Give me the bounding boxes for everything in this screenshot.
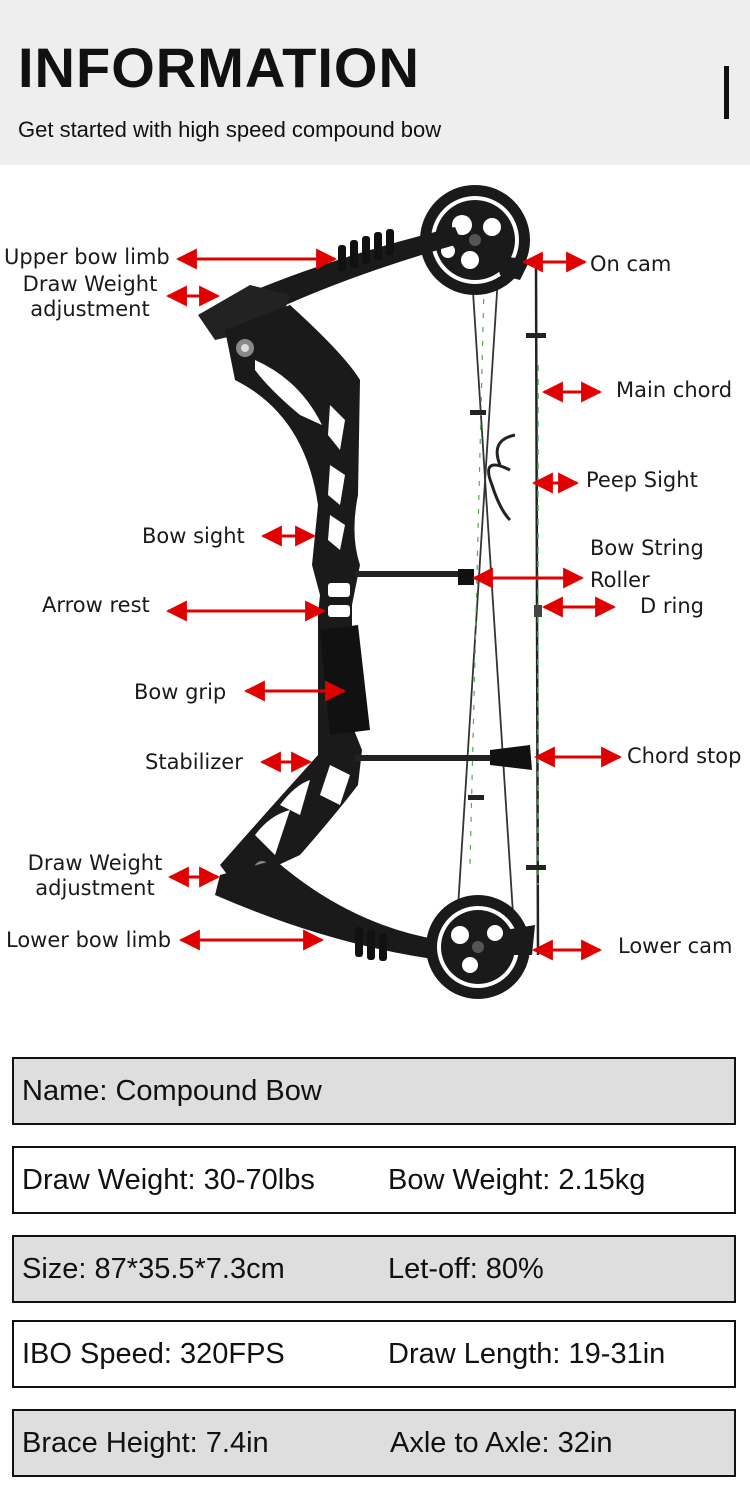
label-draw-weight-lower: Draw Weight [27,851,163,875]
label-d-ring: D ring [640,594,704,618]
page-subtitle: Get started with high speed compound bow [18,117,442,142]
spec-row-size: Size: 87*35.5*7.3cm Let-off: 80% [12,1235,736,1303]
label-stabilizer: Stabilizer [145,750,243,774]
label-chord-stop: Chord stop [627,744,742,768]
label-roller: Roller [590,568,650,592]
spec-axle-to-axle: Axle to Axle: 32in [390,1426,613,1459]
label-adjustment-upper: adjustment [30,297,150,321]
label-bow-string: Bow String [590,536,704,560]
label-lower-cam: Lower cam [618,934,733,958]
spec-draw-length: Draw Length: 19-31in [388,1337,666,1370]
spec-row-speed: IBO Speed: 320FPS Draw Length: 19-31in [12,1320,736,1388]
spec-draw-weight: Draw Weight: 30-70lbs [22,1163,315,1196]
bow-diagram: Upper bow limb Draw Weight adjustment On… [0,165,750,1035]
label-on-cam: On cam [590,252,672,276]
label-lower-bow-limb: Lower bow limb [6,928,172,952]
spec-let-off: Let-off: 80% [388,1252,544,1285]
lower-cam [426,895,535,999]
bow-strings [454,244,540,956]
spec-ibo-speed: IBO Speed: 320FPS [22,1337,285,1370]
accessories [355,333,546,870]
upper-limb [198,227,462,340]
spec-row-weights: Draw Weight: 30-70lbs Bow Weight: 2.15kg [12,1146,736,1214]
header-accent-bar [724,66,729,119]
label-draw-weight-upper: Draw Weight [22,272,158,296]
compound-bow-illustration [165,185,623,999]
bow-riser [220,305,370,885]
spec-brace-height: Brace Height: 7.4in [22,1426,269,1459]
spec-bow-weight: Bow Weight: 2.15kg [388,1163,646,1196]
label-upper-bow-limb: Upper bow limb [4,245,170,269]
label-arrow-rest: Arrow rest [42,593,150,617]
label-adjustment-lower: adjustment [35,876,155,900]
spec-row-name: Name: Compound Bow [12,1057,736,1125]
label-bow-sight: Bow sight [142,524,245,548]
upper-cam [420,185,530,295]
lower-limb [215,860,440,961]
header-banner: INFORMATION Get started with high speed … [0,0,750,165]
spec-row-height: Brace Height: 7.4in Axle to Axle: 32in [12,1409,736,1477]
spec-size: Size: 87*35.5*7.3cm [22,1252,285,1285]
label-main-chord: Main chord [616,378,733,402]
label-bow-grip: Bow grip [134,680,227,704]
callout-arrows [165,248,623,961]
label-peep-sight: Peep Sight [586,468,698,492]
spec-name: Name: Compound Bow [22,1074,322,1107]
page-title: INFORMATION [18,36,420,99]
